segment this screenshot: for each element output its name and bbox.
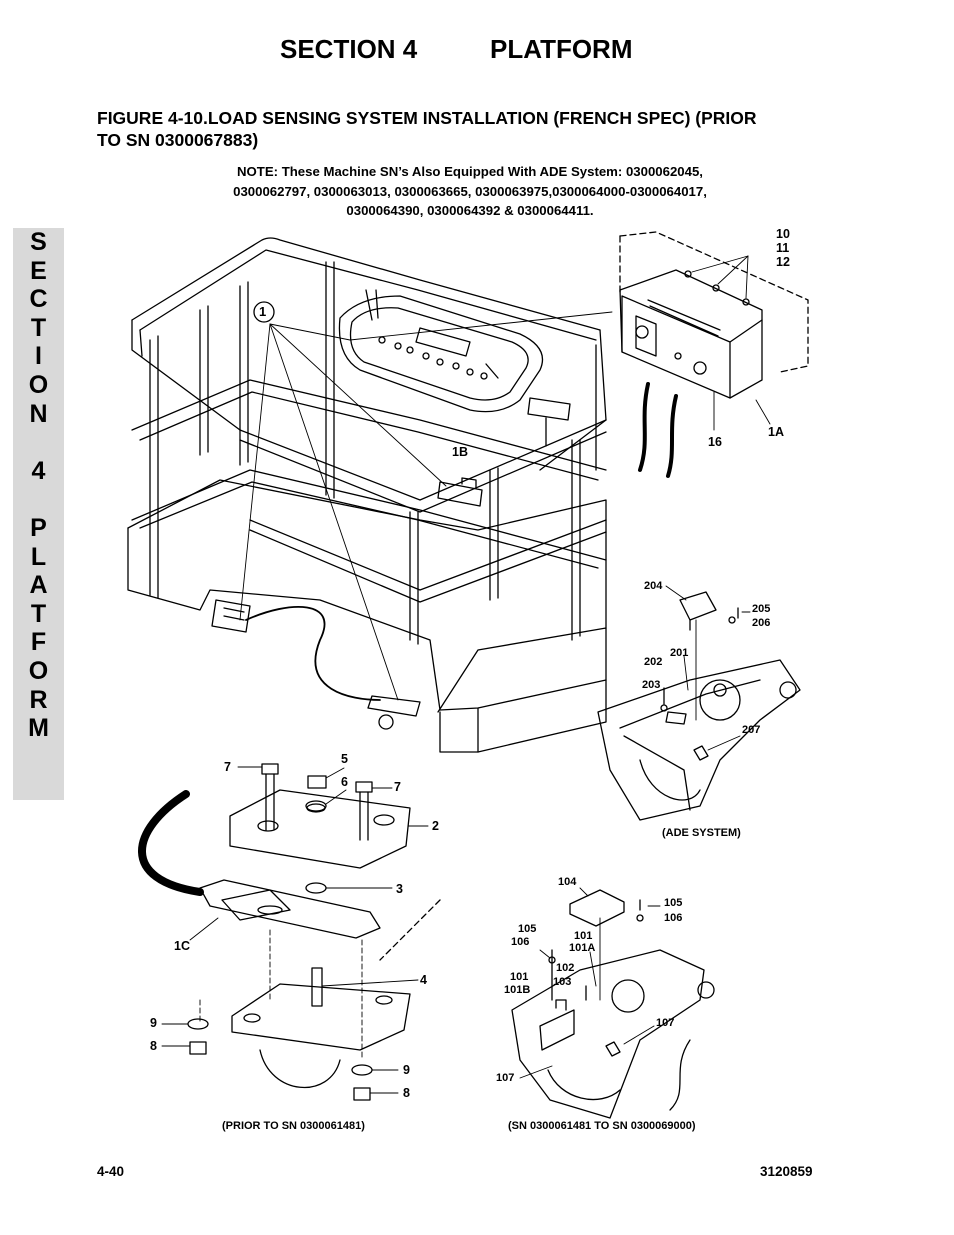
platform-basket bbox=[128, 238, 612, 752]
range-bracket bbox=[512, 890, 714, 1118]
load-cell-exploded bbox=[142, 764, 440, 1100]
callout-12: 12 bbox=[776, 255, 790, 269]
tab-letter: O bbox=[28, 370, 49, 399]
item-1-bubble bbox=[254, 302, 274, 322]
callout-101: 101 bbox=[574, 930, 593, 942]
callout-6: 6 bbox=[341, 775, 348, 789]
tab-letter: E bbox=[30, 256, 47, 285]
tab-letter: T bbox=[30, 313, 47, 342]
callout-11: 11 bbox=[776, 241, 790, 255]
callout-7: 7 bbox=[394, 780, 401, 794]
callout-4: 4 bbox=[420, 973, 427, 987]
callout-203: 203 bbox=[642, 679, 661, 691]
callout-106: 106 bbox=[511, 936, 530, 948]
tab-letter: P bbox=[30, 513, 47, 542]
callout-5: 5 bbox=[341, 752, 348, 766]
display-unit bbox=[620, 232, 808, 476]
section-side-tab[interactable]: S E C T I O N 4 P L A T F O R M bbox=[13, 228, 64, 800]
callout-8: 8 bbox=[403, 1086, 410, 1100]
tab-letter: N bbox=[29, 399, 48, 428]
tab-letter: C bbox=[29, 285, 48, 314]
tab-letter: I bbox=[35, 342, 42, 371]
callout-201: 201 bbox=[670, 647, 689, 659]
note-line-3: 0300064390, 0300064392 & 0300064411. bbox=[346, 203, 594, 218]
callout-103: 103 bbox=[553, 976, 572, 988]
callout-101: 101 bbox=[510, 971, 529, 983]
callout-1B: 1B bbox=[452, 445, 468, 459]
caption-ade-system: (ADE SYSTEM) bbox=[662, 827, 741, 839]
callout-9: 9 bbox=[150, 1016, 157, 1030]
tab-letter: M bbox=[28, 714, 49, 743]
callout-10: 10 bbox=[776, 227, 790, 241]
caption-sn-range: (SN 0300061481 TO SN 0300069000) bbox=[508, 1120, 696, 1132]
callout-206: 206 bbox=[752, 617, 771, 629]
callout-204: 204 bbox=[644, 580, 663, 592]
tab-letter: T bbox=[30, 599, 47, 628]
figure-title-line-1: FIGURE 4-10.LOAD SENSING SYSTEM INSTALLA… bbox=[97, 108, 757, 128]
figure-title: FIGURE 4-10.LOAD SENSING SYSTEM INSTALLA… bbox=[97, 107, 837, 151]
callout-107: 107 bbox=[496, 1072, 515, 1084]
callout-3: 3 bbox=[396, 882, 403, 896]
tab-letter: O bbox=[28, 656, 49, 685]
section-title: PLATFORM bbox=[490, 34, 633, 64]
callout-106: 106 bbox=[664, 912, 683, 924]
callout-102: 102 bbox=[556, 962, 575, 974]
callout-105: 105 bbox=[518, 923, 537, 935]
callout-2: 2 bbox=[432, 819, 439, 833]
note-line-2: 0300062797, 0300063013, 0300063665, 0300… bbox=[233, 183, 707, 199]
callout-101B: 101B bbox=[504, 984, 531, 996]
document-number: 3120859 bbox=[760, 1164, 813, 1179]
callout-1C: 1C bbox=[174, 939, 190, 953]
leader-lines bbox=[162, 586, 750, 1093]
tab-letter: R bbox=[29, 685, 48, 714]
page-number: 4-40 bbox=[97, 1164, 125, 1179]
callout-8: 8 bbox=[150, 1039, 157, 1053]
callout-205: 205 bbox=[752, 603, 771, 615]
callout-101A: 101A bbox=[569, 942, 596, 954]
tab-letter: L bbox=[30, 542, 47, 571]
callout-16: 16 bbox=[708, 435, 722, 449]
callout-207: 207 bbox=[742, 724, 761, 736]
section-number: SECTION 4 bbox=[280, 34, 418, 64]
tab-letter: 4 bbox=[31, 456, 46, 485]
caption-prior-sn: (PRIOR TO SN 0300061481) bbox=[222, 1120, 365, 1132]
callout-105: 105 bbox=[664, 897, 683, 909]
figure-title-line-2: TO SN 0300067883) bbox=[97, 130, 259, 150]
callout-107: 107 bbox=[656, 1017, 675, 1029]
ade-bracket bbox=[598, 592, 800, 820]
callout-9: 9 bbox=[403, 1063, 410, 1077]
callout-1: 1 bbox=[259, 304, 267, 319]
tab-letter: F bbox=[30, 628, 47, 657]
serial-note: NOTE: These Machine SN’s Also Equipped W… bbox=[150, 162, 790, 221]
note-line-1: NOTE: These Machine SN’s Also Equipped W… bbox=[237, 164, 703, 179]
tab-letter: S bbox=[30, 228, 47, 256]
tab-letter: A bbox=[29, 571, 48, 600]
callout-7: 7 bbox=[224, 760, 231, 774]
callout-202: 202 bbox=[644, 656, 663, 668]
callout-1A: 1A bbox=[768, 425, 784, 439]
callout-104: 104 bbox=[558, 876, 577, 888]
